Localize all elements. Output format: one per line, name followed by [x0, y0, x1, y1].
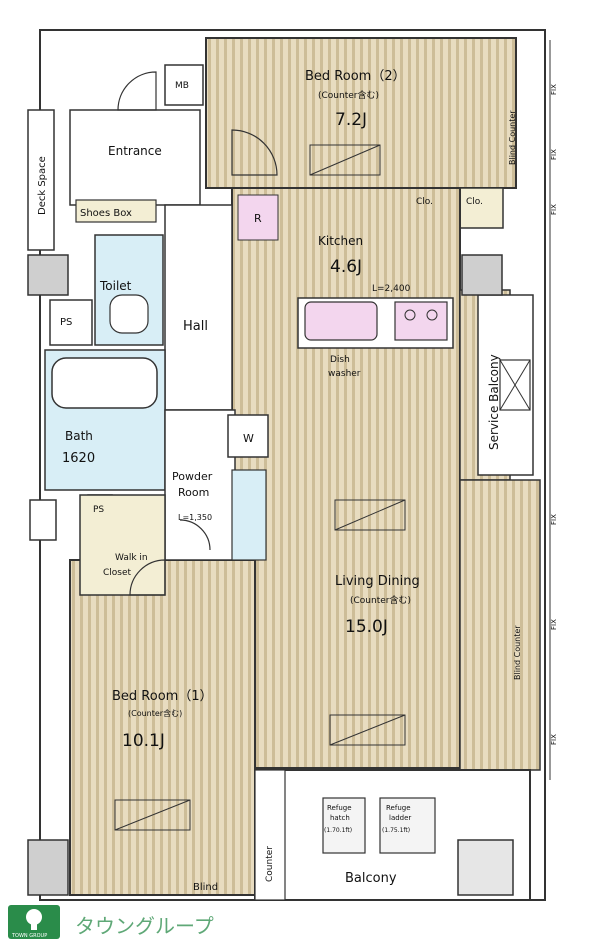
ps-upper-box — [49, 299, 93, 346]
hall-floor — [164, 204, 233, 411]
balcony-pillar — [457, 839, 514, 896]
powder-room-line2: Room — [178, 486, 209, 499]
living-floor — [231, 187, 461, 769]
outdoor-unit-2 — [379, 797, 436, 854]
brand-logo — [8, 905, 60, 939]
counter-label: Counter — [265, 846, 275, 882]
bedroom1-floor — [69, 559, 256, 896]
deck-space-label: Deck Space — [37, 156, 48, 215]
balcony-label: Balcony — [345, 871, 397, 886]
entrance-label: Entrance — [108, 144, 162, 158]
powder-room-detail: L=1,350 — [178, 513, 212, 522]
powder-door-swing — [179, 519, 211, 551]
service-balcony-area — [477, 294, 534, 476]
outdoor-unit-2-line2: ladder — [389, 814, 411, 822]
bedroom2-note: (Counter含む) — [318, 89, 379, 101]
outdoor-unit-service — [499, 359, 531, 411]
kitchen-size: 4.6J — [330, 257, 362, 277]
bedroom1-size: 10.1J — [122, 731, 165, 751]
ps-lower-label: PS — [93, 505, 104, 515]
brand-logo-caption: TOWN GROUP — [11, 933, 47, 939]
wic-line1: Walk in — [115, 553, 148, 563]
kitchen-detail: L=2,400 — [372, 284, 411, 294]
ps-upper-label: PS — [60, 317, 72, 328]
refrigerator-space — [237, 194, 279, 241]
entrance-door-swing — [117, 71, 157, 111]
clo1-label: Clo. — [416, 197, 433, 207]
bedroom2-name: Bed Room（2） — [305, 69, 406, 84]
right-strip — [459, 479, 541, 771]
washer-box — [227, 414, 269, 458]
fix-label-6: FIX — [550, 734, 558, 745]
blind-label: Blind — [193, 882, 218, 893]
living-note: (Counter含む) — [350, 594, 411, 606]
living-name: Living Dining — [335, 574, 420, 589]
bedroom1-door-swing — [129, 559, 166, 596]
bedroom1-note: (Counter含む) — [128, 708, 182, 718]
fix-label-2: FIX — [550, 149, 558, 160]
outdoor-unit-1-line3: (1.70.1ft) — [324, 827, 352, 834]
living-size: 15.0J — [345, 617, 388, 637]
window-pillar — [29, 499, 57, 541]
fix-label-3: FIX — [550, 204, 558, 215]
refrigerator-label: R — [254, 212, 262, 225]
shoes-box-unit — [75, 199, 157, 223]
bedroom2-door-swing — [231, 129, 278, 176]
living-mark-2 — [329, 714, 406, 746]
fix-label-4: FIX — [550, 514, 558, 525]
powder-room-line1: Powder — [172, 470, 213, 483]
mb-label: MB — [175, 81, 189, 91]
toilet-fixture — [109, 294, 149, 334]
kitchen-label: Kitchen — [318, 234, 363, 248]
fix-label-5: FIX — [550, 619, 558, 630]
living-mark — [334, 499, 406, 531]
column-2 — [461, 254, 503, 296]
outdoor-unit-2-line3: (1.75.1ft) — [382, 827, 410, 834]
column-3 — [27, 839, 69, 896]
mb-box — [164, 64, 204, 106]
bedroom1-name: Bed Room（1） — [112, 689, 213, 704]
vanity — [231, 469, 267, 561]
bedroom2-bed-mark — [309, 144, 381, 176]
sink — [304, 301, 378, 341]
washroom-floor — [164, 409, 236, 561]
outdoor-unit-2-line1: Refuge — [386, 804, 411, 812]
shoes-box-label: Shoes Box — [80, 208, 132, 219]
blind-counter-lower: Blind Counter — [513, 625, 522, 680]
dish-washer-line1: Dish — [330, 355, 350, 365]
dish-washer-line2: washer — [328, 369, 361, 379]
service-balcony-label: Service Balcony — [487, 354, 501, 450]
blind-counter-upper: Blind Counter — [508, 110, 517, 165]
washer-label: W — [243, 432, 254, 445]
bedroom1-bed-mark — [114, 799, 191, 831]
outdoor-unit-1 — [322, 797, 366, 854]
bath-size: 1620 — [62, 451, 95, 466]
wic-line2: Closet — [103, 568, 132, 578]
toilet-label: Toilet — [99, 279, 132, 293]
closet-2 — [452, 187, 504, 229]
outdoor-unit-1-line1: Refuge — [327, 804, 352, 812]
bedroom2-floor — [205, 37, 517, 189]
outdoor-unit-1-line2: hatch — [330, 814, 350, 822]
hall-label: Hall — [183, 319, 208, 334]
balcony-counter-strip — [254, 769, 286, 901]
fix-label-1: FIX — [550, 84, 558, 95]
stove — [394, 301, 448, 341]
bedroom2-size: 7.2J — [335, 110, 367, 130]
bathtub — [51, 357, 158, 409]
bath-label: Bath — [65, 429, 93, 443]
brand-name: タウングループ — [75, 914, 214, 938]
walk-in-closet-floor — [79, 494, 166, 596]
clo2-label: Clo. — [466, 197, 483, 207]
column-1 — [27, 254, 69, 296]
deck-space — [27, 109, 55, 251]
